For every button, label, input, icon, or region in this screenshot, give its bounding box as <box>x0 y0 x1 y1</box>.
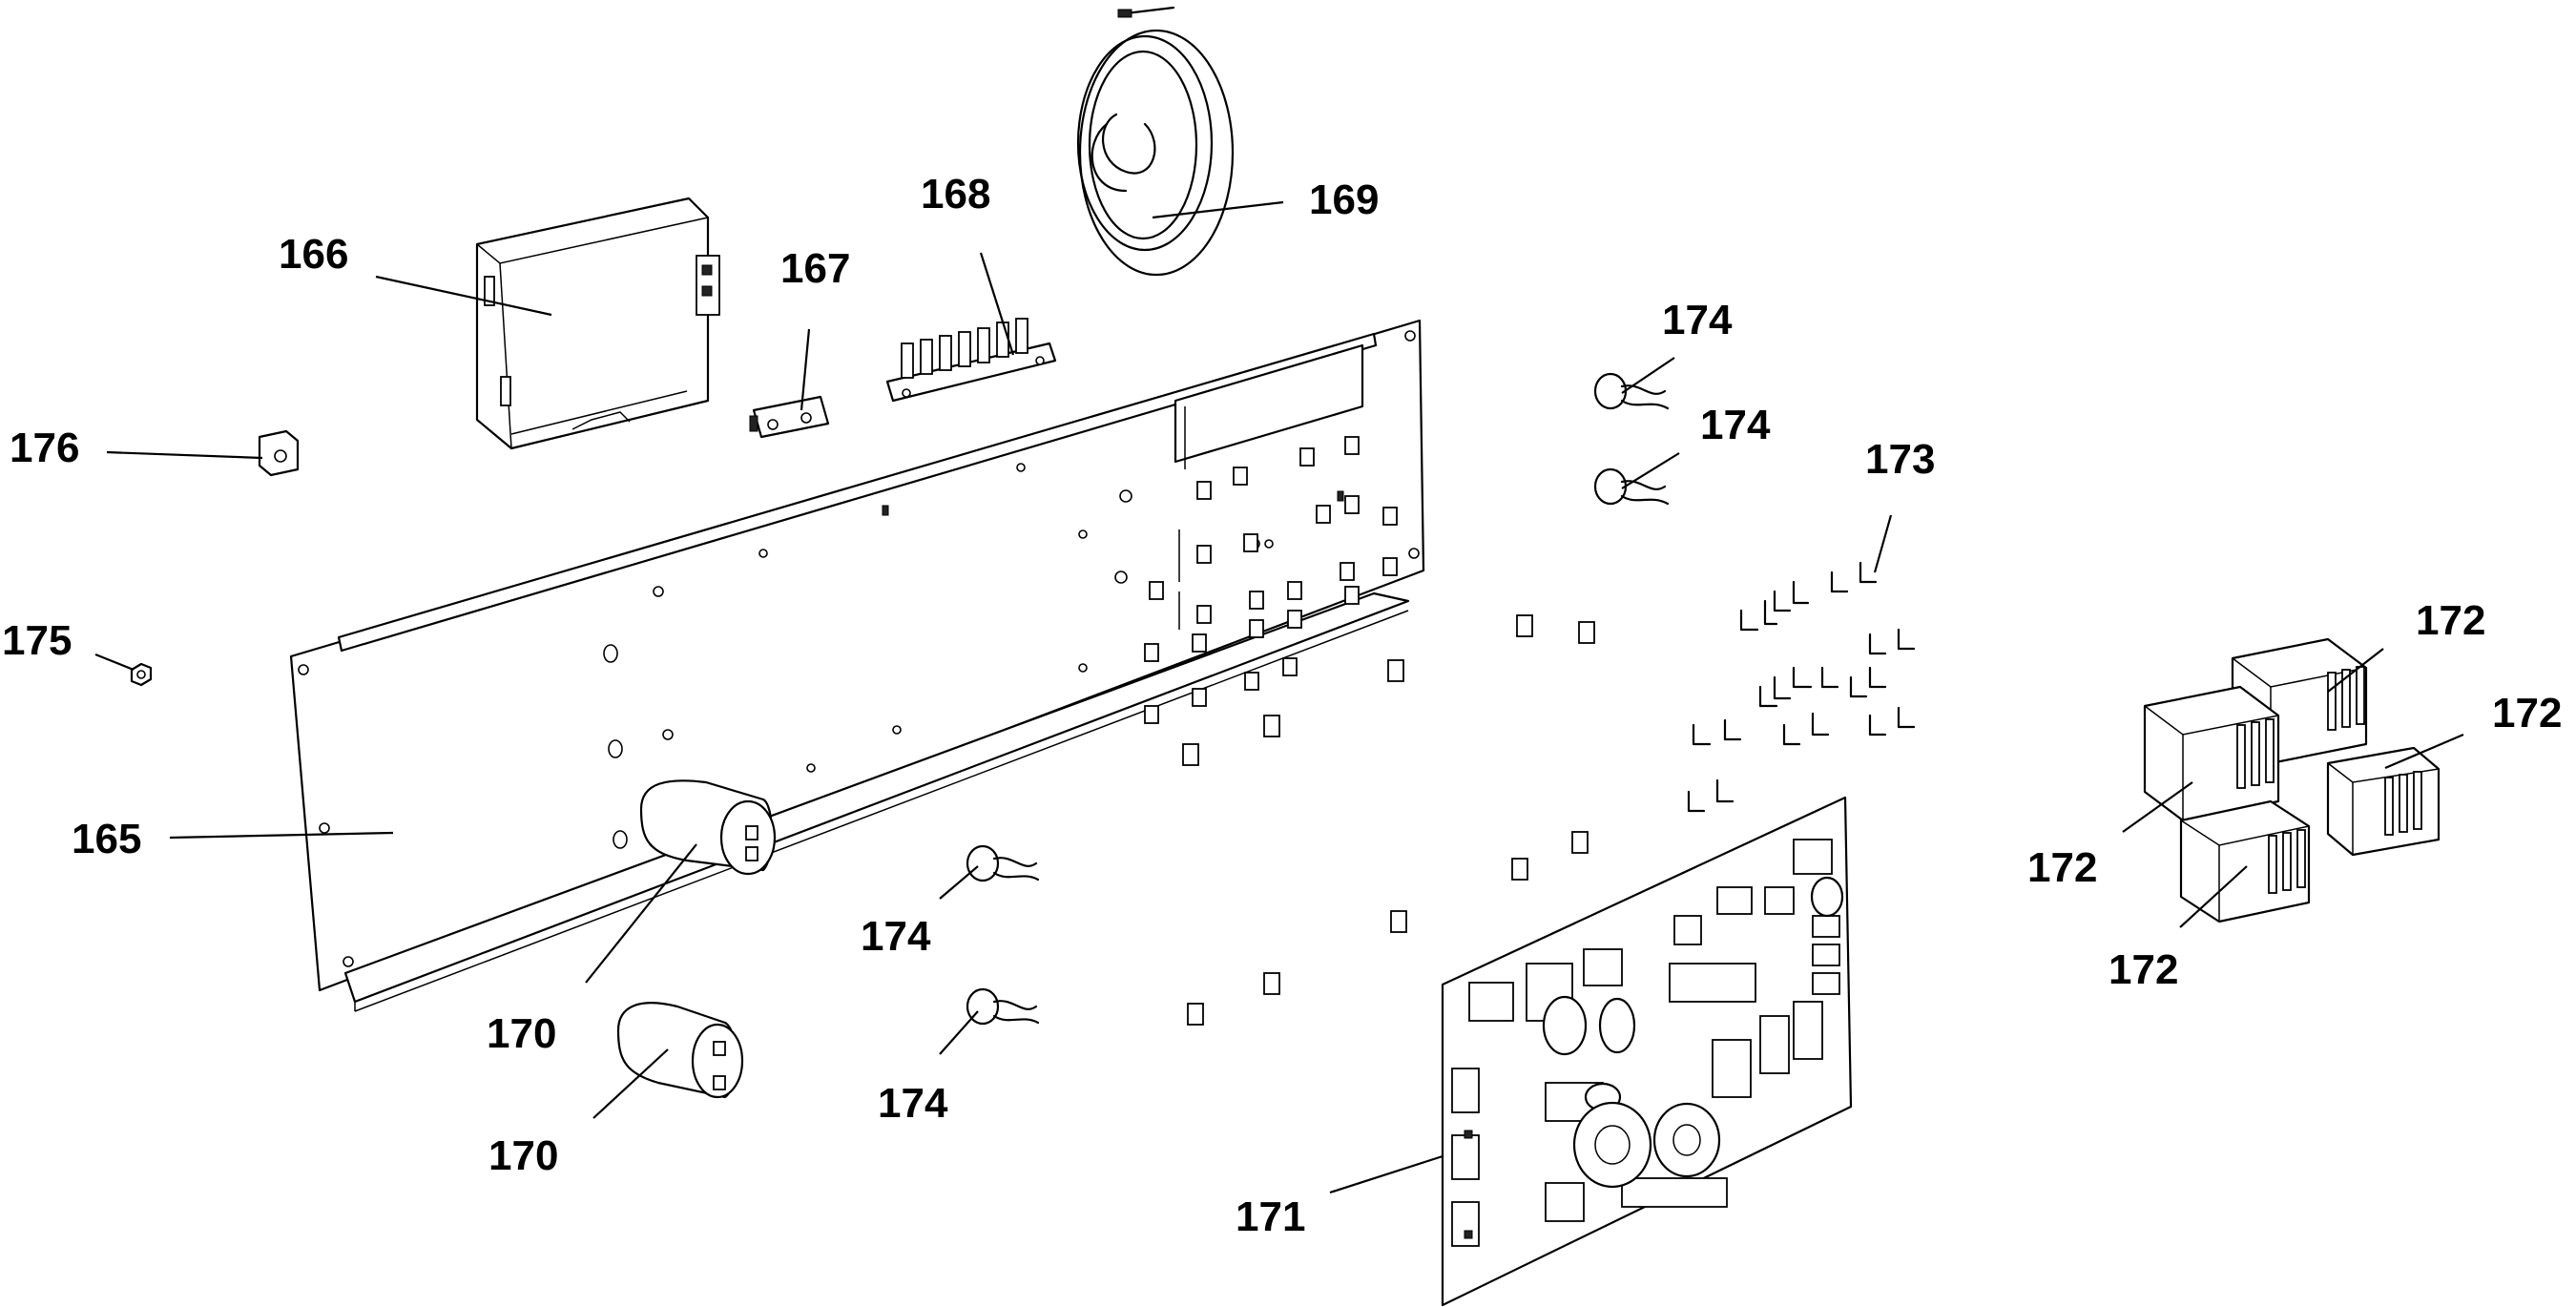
part-172-relay-block-3 <box>2326 746 2441 857</box>
callout-168: 168 <box>921 171 991 218</box>
callout-166: 166 <box>279 231 349 278</box>
leader-172d <box>2179 865 2248 928</box>
leader-172c <box>2122 781 2193 833</box>
callout-169: 169 <box>1309 176 1380 223</box>
callout-170-lower: 170 <box>488 1132 559 1179</box>
part-174-clip-lower-2 <box>966 987 1040 1026</box>
leader-172b <box>2384 733 2464 770</box>
callout-170-upper: 170 <box>487 1010 557 1057</box>
leader-176 <box>106 450 263 460</box>
callout-174-lower-2: 174 <box>878 1080 948 1127</box>
part-171-control-board <box>1441 796 1853 1307</box>
leader-174d <box>939 1010 979 1055</box>
callout-174-upper-2: 174 <box>1700 402 1771 448</box>
callout-174-lower-1: 174 <box>861 913 931 960</box>
leader-168 <box>979 252 1015 356</box>
leader-167 <box>800 328 811 411</box>
part-167-bracket <box>749 395 830 439</box>
leader-169 <box>1152 200 1284 219</box>
callout-165: 165 <box>72 816 142 862</box>
callout-176: 176 <box>10 425 80 471</box>
part-175-nut <box>130 662 153 687</box>
part-165-console-panel <box>289 319 1425 1012</box>
part-172-relay-block-4 <box>2179 799 2311 923</box>
part-176-clip-nut <box>258 429 300 477</box>
callout-172-top: 172 <box>2416 597 2486 644</box>
leader-166 <box>375 275 552 317</box>
callout-175: 175 <box>2 617 73 664</box>
leader-170a <box>585 843 697 984</box>
callout-173: 173 <box>1865 436 1936 483</box>
part-174-clip-lower-1 <box>966 844 1040 882</box>
part-170-capacitor-upper <box>639 779 777 876</box>
leader-172a <box>2327 648 2384 693</box>
part-168-terminal-strip <box>885 318 1057 403</box>
standoffs <box>1182 614 1595 1026</box>
leader-174c <box>939 865 979 900</box>
callout-171: 171 <box>1236 1193 1306 1240</box>
part-174-clip-upper-2 <box>1593 467 1670 506</box>
part-170-capacitor-lower <box>616 1002 744 1099</box>
part-169-wire-coil <box>1076 6 1235 277</box>
leader-175 <box>94 653 135 672</box>
callout-172-right: 172 <box>2492 690 2563 736</box>
leader-lines <box>94 200 2464 1194</box>
leader-165 <box>169 831 394 840</box>
part-173-clips <box>1687 561 1916 813</box>
leader-174b <box>1621 452 1680 489</box>
leader-170b <box>592 1048 669 1119</box>
leader-174a <box>1621 357 1675 394</box>
leader-173 <box>1873 514 1893 573</box>
part-172-relay-block-2 <box>2143 685 2280 822</box>
callout-172-bottom: 172 <box>2109 946 2179 993</box>
callout-167: 167 <box>780 245 851 292</box>
part-166-cover-box <box>475 197 720 450</box>
callout-172-left: 172 <box>2027 844 2098 891</box>
part-174-clip-upper-1 <box>1593 372 1670 410</box>
callout-174-upper-1: 174 <box>1662 297 1733 343</box>
leader-171 <box>1329 1154 1444 1194</box>
